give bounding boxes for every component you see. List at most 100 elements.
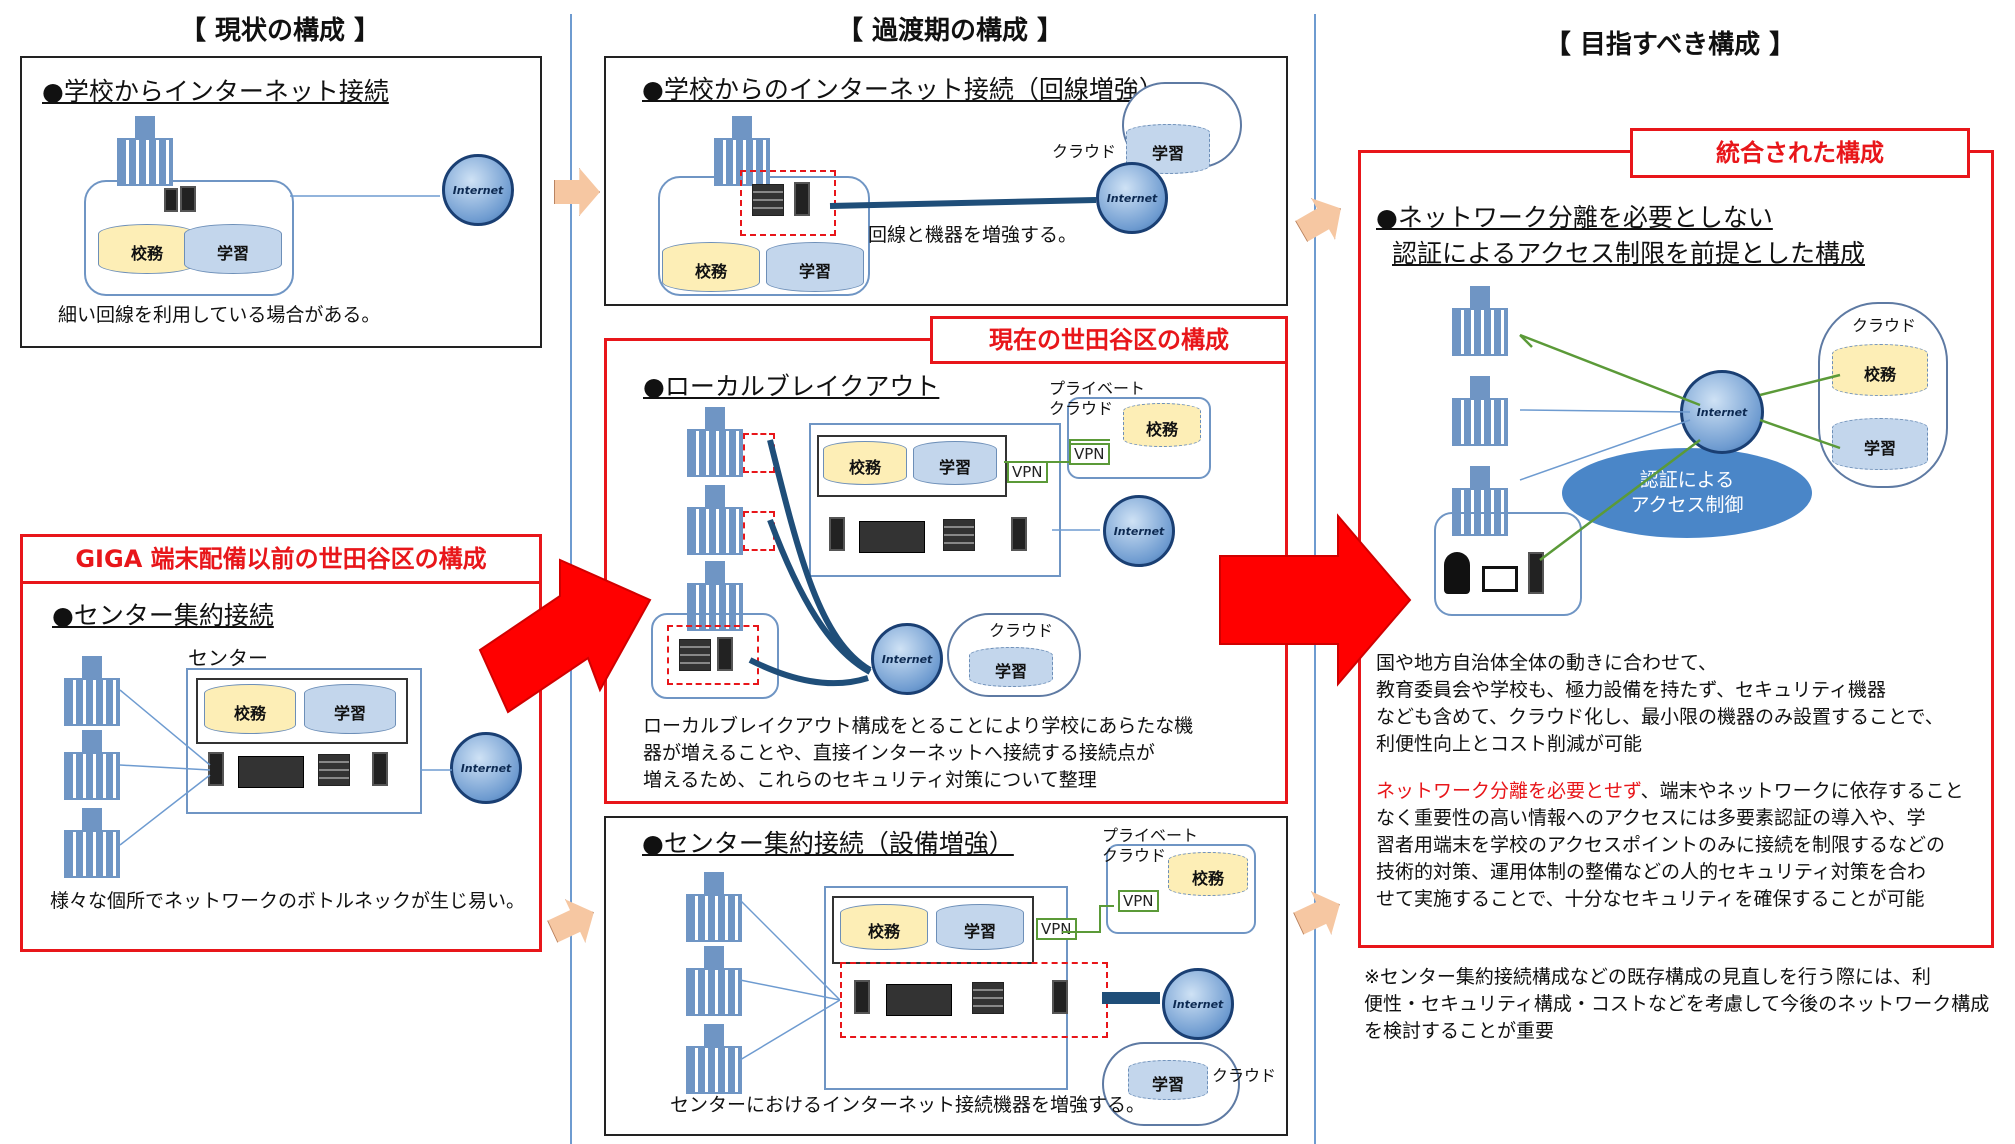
- server-icon: [164, 188, 178, 212]
- db-learning: 学習: [766, 242, 864, 292]
- panel-title: ●センター集約接続: [52, 601, 274, 630]
- school-network-box: [1434, 512, 1582, 616]
- center-box: [809, 423, 1061, 577]
- panel-title: ●学校からのインターネット接続（回線増強）: [642, 75, 1164, 104]
- laptop-icon: [1482, 566, 1518, 592]
- internet-globe-icon: Internet: [1103, 495, 1175, 567]
- column-heading-current: 【 現状の構成 】: [179, 16, 381, 46]
- center-db-box: [817, 435, 1007, 497]
- cloud-label: クラウド: [1852, 316, 1917, 335]
- footnote-line: を検討することが重要: [1364, 1020, 1555, 1042]
- private-db-admin: 校務: [1123, 403, 1201, 447]
- db-learning: 学習: [913, 441, 997, 485]
- cloud-db-learning: 学習: [1128, 1060, 1208, 1100]
- server-icon: [372, 752, 388, 786]
- para2-continuation: 、端末やネットワークに依存すること: [1640, 780, 1964, 802]
- firewall-icon: [943, 519, 975, 551]
- cloud-label: クラウド: [1212, 1066, 1277, 1085]
- school-building-icon: [64, 730, 120, 800]
- private-cloud-label: クラウド: [1102, 846, 1167, 865]
- server-icon: [1528, 552, 1544, 594]
- firewall-icon: [679, 639, 711, 671]
- internet-globe-icon: Internet: [1162, 968, 1234, 1040]
- db-admin: 校務: [840, 904, 928, 950]
- server-icon: [1052, 980, 1068, 1014]
- current-internet-panel: ●学校からインターネット接続 校務 学習 Internet 細い回線を利用してい…: [20, 56, 542, 348]
- center-db-box: [196, 678, 408, 744]
- school-building-icon: [64, 808, 120, 878]
- vpn-label: VPN: [1118, 890, 1159, 912]
- private-cloud-box: [1067, 397, 1211, 479]
- panel-note: ローカルブレイクアウト構成をとることにより学校にあらたな機: [643, 715, 1194, 737]
- target-para2-line: 習者用端末を学校のアクセスポイントのみに接続を制限するなどの: [1376, 834, 1946, 856]
- panel-title: 認証によるアクセス制限を前提とした構成: [1392, 239, 1866, 268]
- panel-title: ●ローカルブレイクアウト: [643, 372, 940, 401]
- private-cloud-box: [1106, 844, 1256, 934]
- panel-note: 様々な個所でネットワークのボトルネックが生じ易い。: [50, 890, 526, 912]
- auth-access-control: 認証によるアクセス制御: [1562, 448, 1812, 538]
- cloud-label: クラウド: [1052, 142, 1117, 161]
- internet-globe-icon: Internet: [442, 154, 514, 226]
- integrated-label: 統合された構成: [1630, 128, 1970, 178]
- school-building-icon: [1452, 376, 1508, 446]
- cloud-db-admin: 校務: [1832, 344, 1928, 396]
- target-para1-line: 国や地方自治体全体の動きに合わせて、: [1376, 652, 1718, 674]
- school-building-icon: [117, 116, 173, 186]
- school-building-icon: [64, 656, 120, 726]
- target-para1-line: なども含めて、クラウド化し、最小限の機器のみ設置することで、: [1376, 706, 1944, 728]
- panel-title: ●ネットワーク分離を必要としない: [1376, 203, 1773, 232]
- panel-title: ●センター集約接続（設備増強）: [642, 829, 1014, 858]
- panel-note: センターにおけるインターネット接続機器を増強する。: [670, 1094, 1146, 1116]
- db-admin: 校務: [98, 224, 196, 274]
- db-admin: 校務: [204, 684, 296, 734]
- center-box: [186, 668, 422, 814]
- server-icon: [829, 517, 845, 551]
- user-icon: [1444, 552, 1470, 594]
- transition-local-breakout-panel: ●ローカルブレイクアウト 校務 学習 VPN VPN プライベート クラウド 校…: [604, 338, 1288, 804]
- target-para2-line: せて実施することで、十分なセキュリティを確保することが可能: [1376, 888, 1925, 910]
- panel-title: ●学校からインターネット接続: [42, 77, 389, 106]
- school-building-icon: [714, 116, 770, 186]
- auth-text: 認証によるアクセス制御: [1630, 469, 1744, 516]
- center-label: センター: [188, 646, 268, 670]
- db-admin: 校務: [823, 441, 907, 485]
- private-cloud-label: クラウド: [1049, 399, 1114, 418]
- db-learning: 学習: [184, 224, 282, 274]
- panel-note: 細い回線を利用している場合がある。: [58, 304, 381, 326]
- target-para1-line: 利便性向上とコスト削減が可能: [1376, 733, 1643, 755]
- school-building-icon: [687, 561, 743, 631]
- target-para2-line: なく重要性の高い情報へのアクセスには多要素認証の導入や、学: [1376, 807, 1926, 829]
- target-para1-line: 教育委員会や学校も、極力設備を持たず、セキュリティ機器: [1376, 679, 1886, 701]
- school-building-icon: [687, 485, 743, 555]
- column-heading-transition: 【 過渡期の構成 】: [836, 16, 1064, 46]
- server-icon: [1011, 517, 1027, 551]
- school-building-icon: [686, 946, 742, 1016]
- school-building-icon: [687, 407, 743, 477]
- footnote-line: 便性・セキュリティ構成・コストなどを考慮して今後のネットワーク構成: [1364, 993, 1990, 1015]
- setagaya-current-label: 現在の世田谷区の構成: [930, 316, 1288, 364]
- db-admin: 校務: [662, 242, 760, 292]
- server-icon: [180, 186, 196, 212]
- giga-label: GIGA 端末配備以前の世田谷区の構成: [20, 534, 542, 584]
- private-db-admin: 校務: [1168, 852, 1248, 896]
- internet-globe-icon: Internet: [450, 732, 522, 804]
- school-building-icon: [1452, 286, 1508, 356]
- emphasis-text: ネットワーク分離を必要とせず: [1376, 780, 1641, 802]
- private-cloud-label: プライベート: [1049, 379, 1146, 398]
- panel-note: 増えるため、これらのセキュリティ対策について整理: [643, 769, 1097, 791]
- cloud-db-learning: 学習: [1832, 418, 1928, 470]
- firewall-icon: [752, 184, 784, 216]
- router-icon: [886, 984, 952, 1016]
- school-building-icon: [686, 872, 742, 942]
- db-learning: 学習: [936, 904, 1024, 950]
- router-icon: [859, 521, 925, 553]
- vpn-label: VPN: [1036, 918, 1077, 940]
- server-icon: [717, 637, 733, 671]
- transition-center-panel: ●センター集約接続（設備増強） 校務 学習 VPN VPN プライベート クラウ…: [604, 816, 1288, 1136]
- school-equipment-box: [667, 625, 759, 685]
- server-icon: [794, 182, 810, 216]
- vpn-label: VPN: [1069, 443, 1110, 465]
- server-icon: [854, 980, 870, 1014]
- internet-globe-icon: Internet: [1096, 162, 1168, 234]
